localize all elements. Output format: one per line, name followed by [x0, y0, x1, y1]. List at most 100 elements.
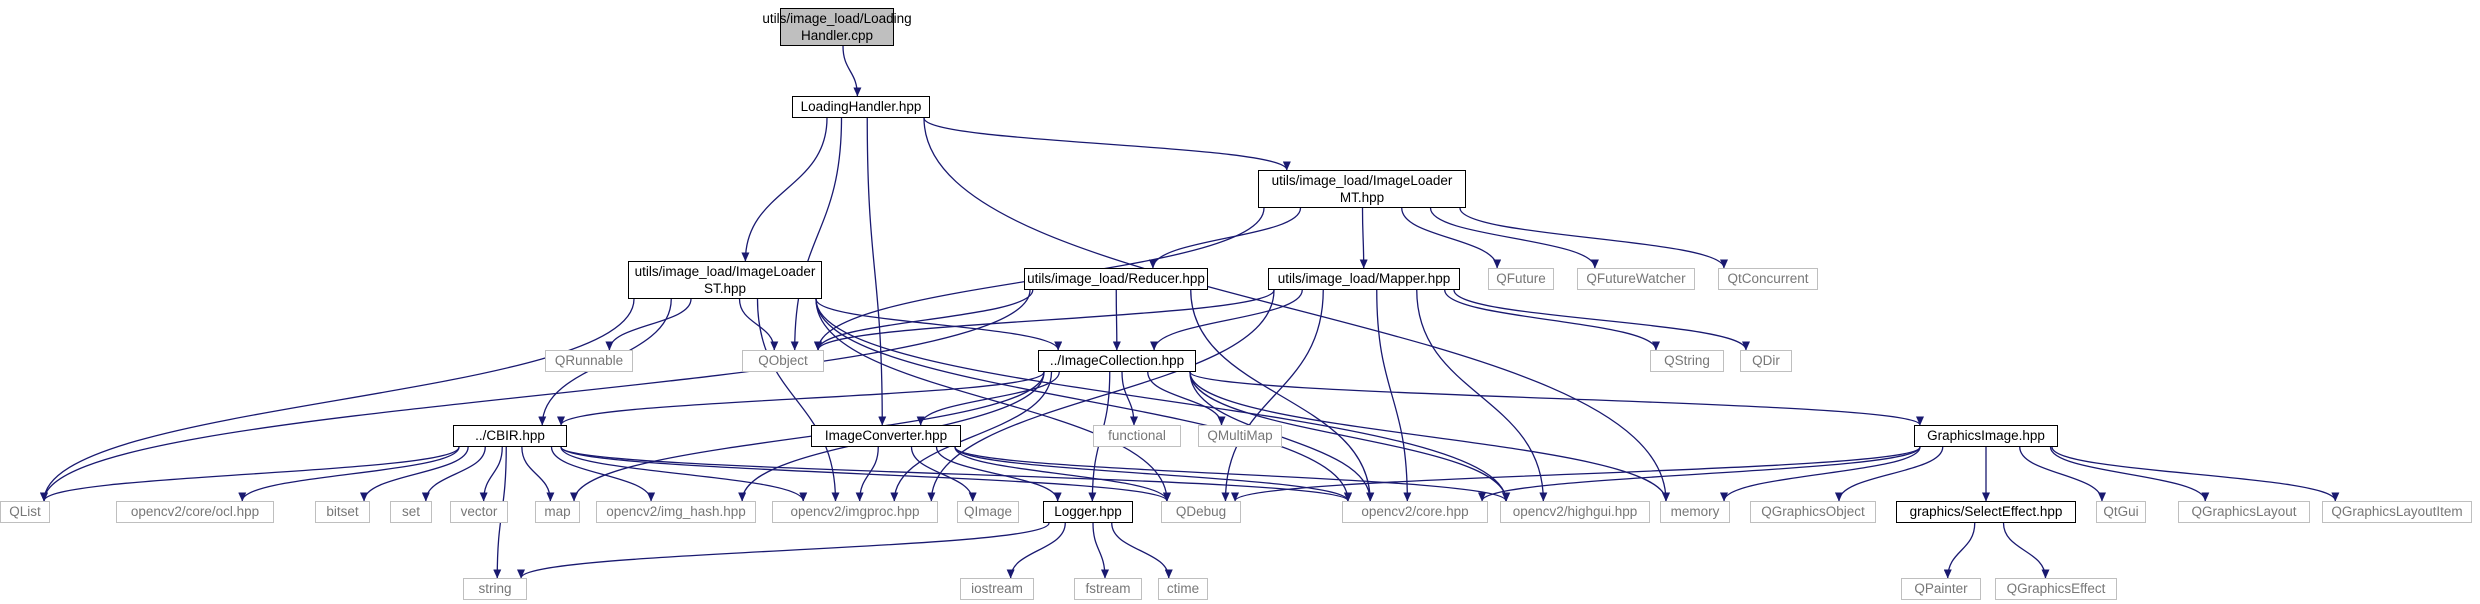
edge-icol-to-iconv	[916, 371, 1060, 426]
edge-root-to-lh	[842, 45, 862, 97]
node-label: ImageConverter.hpp	[824, 428, 948, 443]
node-label: QFuture	[1496, 271, 1546, 286]
node-label: set	[401, 504, 420, 519]
node-label: QPainter	[1914, 581, 1968, 596]
node-icol[interactable]: ../ImageCollection.hpp	[1038, 350, 1196, 372]
node-sel[interactable]: graphics/SelectEffect.hpp	[1896, 501, 2076, 523]
node-label: QGraphicsEffect	[2006, 581, 2106, 596]
edge-cbir-to-ocl	[238, 446, 460, 502]
edge-icol-to-qmm	[1147, 371, 1226, 426]
node-set: set	[390, 501, 432, 523]
edge-map-to-qdir	[1453, 289, 1750, 351]
edge-icol-to-imgproc	[890, 371, 1053, 502]
edge-logger-to-ctime	[1111, 522, 1173, 579]
node-func: functional	[1093, 425, 1181, 447]
node-qgo: QGraphicsObject	[1750, 501, 1876, 523]
node-label: QDebug	[1175, 504, 1227, 519]
edge-lh-to-mt	[923, 117, 1291, 171]
node-label: QImage	[963, 504, 1013, 519]
node-label: Logger.hpp	[1054, 504, 1122, 519]
edge-gimg-to-qtgui	[2019, 446, 2106, 502]
edge-st-to-icol	[815, 298, 1063, 351]
edge-cbir-to-bitset	[360, 446, 469, 502]
node-label: QObject	[758, 353, 808, 368]
node-logger[interactable]: Logger.hpp	[1043, 501, 1133, 523]
node-label: LoadingHandler.hpp	[800, 99, 922, 114]
edge-sel-to-qge	[2002, 522, 2050, 579]
edge-cbir-to-qlist	[40, 446, 460, 502]
node-label: QtGui	[2103, 504, 2139, 519]
edge-icol-to-func	[1121, 371, 1138, 426]
edge-gimg-to-memory	[1720, 446, 1921, 502]
edge-st-to-imgproc	[756, 298, 840, 502]
edge-st-to-qdebug	[815, 298, 1171, 502]
edge-iconv-to-core	[954, 446, 1352, 502]
edge-iconv-to-qdebug	[954, 446, 1171, 502]
node-qge: QGraphicsEffect	[1995, 578, 2117, 600]
node-cbir[interactable]: ../CBIR.hpp	[453, 425, 567, 447]
edge-map-to-imgproc	[927, 289, 1275, 502]
node-label: opencv2/core.hpp	[1361, 504, 1469, 519]
node-qimage: QImage	[957, 501, 1019, 523]
edge-sel-to-qpainter	[1943, 522, 1976, 579]
node-highgui: opencv2/highgui.hpp	[1500, 501, 1650, 523]
node-vector: vector	[450, 501, 508, 523]
edge-cbir-to-core	[560, 446, 1352, 502]
node-lh[interactable]: LoadingHandler.hpp	[792, 96, 930, 118]
edge-red-to-qobj	[814, 289, 1034, 351]
node-gimg[interactable]: GraphicsImage.hpp	[1914, 425, 2058, 447]
node-label: QRunnable	[554, 353, 624, 368]
node-label: fstream	[1085, 581, 1131, 596]
edge-logger-to-fstream	[1092, 522, 1109, 579]
node-qdir: QDir	[1740, 350, 1792, 372]
node-red[interactable]: utils/image_load/Reducer.hpp	[1024, 268, 1208, 290]
node-label: QMultiMap	[1207, 428, 1273, 443]
node-core: opencv2/core.hpp	[1342, 501, 1488, 523]
edge-icol-to-stdmap	[570, 371, 1045, 502]
node-qpainter: QPainter	[1901, 578, 1981, 600]
edge-red-to-icol	[1112, 289, 1121, 351]
edge-map-to-qstr	[1444, 289, 1660, 351]
edge-cbir-to-vector	[479, 446, 503, 502]
edge-mt-to-qfw	[1429, 207, 1599, 269]
node-label: QFutureWatcher	[1586, 271, 1686, 286]
node-mt[interactable]: utils/image_load/ImageLoader MT.hpp	[1258, 170, 1466, 208]
node-label: opencv2/highgui.hpp	[1512, 504, 1638, 519]
edge-gimg-to-qgl	[2049, 446, 2210, 502]
node-ocl: opencv2/core/ocl.hpp	[116, 501, 274, 523]
node-hash: opencv2/img_hash.hpp	[596, 501, 756, 523]
node-label: QGraphicsObject	[1761, 504, 1865, 519]
node-qgli: QGraphicsLayoutItem	[2322, 501, 2472, 523]
node-qdebug: QDebug	[1161, 501, 1241, 523]
edge-cbir-to-stdmap	[521, 446, 555, 502]
node-stdmap: map	[535, 501, 580, 523]
edge-map-to-qdebug	[1221, 289, 1324, 502]
node-root: utils/image_load/Loading Handler.cpp	[762, 8, 912, 46]
edge-mt-to-qtc	[1459, 207, 1728, 269]
node-iostream: iostream	[960, 578, 1034, 600]
edge-lh-to-qobj	[790, 117, 843, 351]
node-label: ../ImageCollection.hpp	[1049, 353, 1185, 368]
node-map[interactable]: utils/image_load/Mapper.hpp	[1268, 268, 1460, 290]
node-label: QDir	[1752, 353, 1780, 368]
edge-st-to-qlist	[40, 298, 635, 502]
edge-gimg-to-core	[1478, 446, 1921, 502]
node-label: functional	[1108, 428, 1166, 443]
node-label: ../CBIR.hpp	[475, 428, 545, 443]
node-qfw: QFutureWatcher	[1577, 268, 1695, 290]
node-iconv[interactable]: ImageConverter.hpp	[811, 425, 961, 447]
edge-lh-to-memory	[923, 117, 1670, 502]
edge-iconv-to-logger	[935, 446, 1062, 502]
node-label: QGraphicsLayout	[2191, 504, 2297, 519]
edge-st-to-qobj	[738, 298, 779, 351]
edge-st-to-core	[815, 298, 1352, 502]
node-label: QList	[9, 504, 41, 519]
node-st[interactable]: utils/image_load/ImageLoader ST.hpp	[628, 261, 822, 299]
node-qtgui: QtGui	[2096, 501, 2146, 523]
node-label: QtConcurrent	[1727, 271, 1809, 286]
node-label: ctime	[1166, 581, 1200, 596]
edge-cbir-to-set	[421, 446, 486, 502]
edge-iconv-to-imgproc	[855, 446, 879, 502]
edge-cbir-to-hash	[550, 446, 656, 502]
